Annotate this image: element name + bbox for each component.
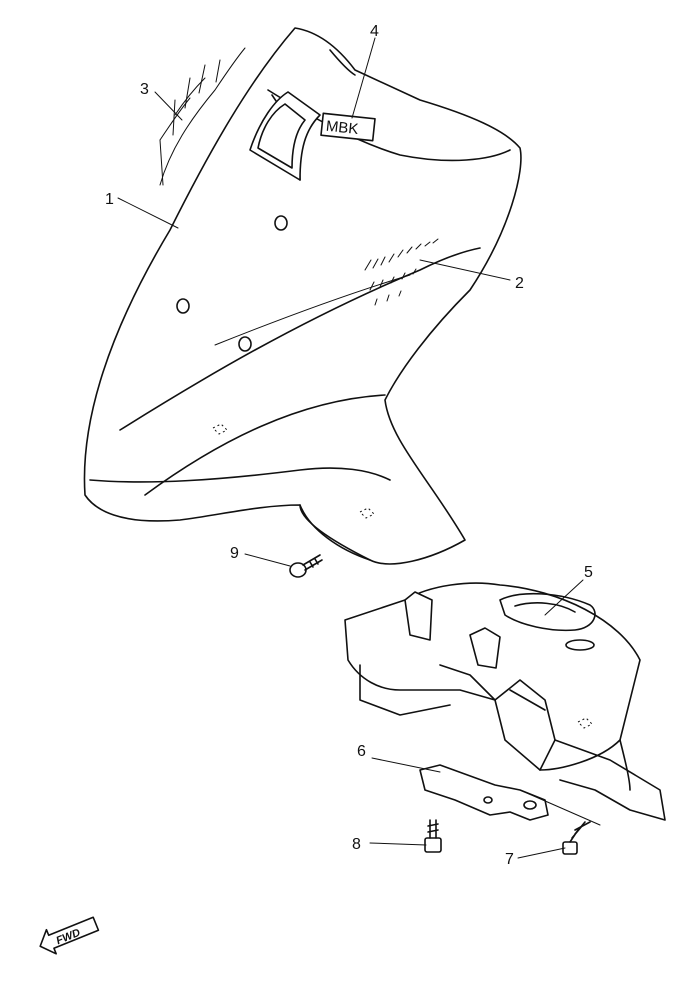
callout-6: 6 [357, 743, 366, 760]
part-6-bracket [419, 764, 549, 821]
callout-8: 8 [352, 836, 361, 853]
callout-2: 2 [515, 275, 524, 292]
fwd-label: FWD [54, 927, 82, 948]
callout-4: 4 [370, 23, 379, 40]
callout-labels: 1 2 3 4 5 6 7 8 9 [105, 23, 593, 868]
leader-lines [117, 37, 601, 859]
part-1-front-cover [83, 27, 522, 565]
emblem-text: MBK [325, 118, 359, 138]
part-9-screw [289, 554, 323, 578]
callout-1: 1 [105, 191, 114, 208]
callout-9: 9 [230, 545, 239, 562]
part-3-decal [159, 47, 246, 186]
callout-5: 5 [584, 564, 593, 581]
fwd-arrow-icon: FWD [39, 916, 100, 955]
callout-7: 7 [505, 851, 514, 868]
part-4-emblem: MBK [320, 112, 376, 142]
part-5-inner-panel [344, 582, 666, 821]
part-8-screw [424, 819, 442, 853]
part-2-decal [364, 238, 439, 306]
part-7-screw [562, 821, 591, 855]
callout-3: 3 [140, 81, 149, 98]
